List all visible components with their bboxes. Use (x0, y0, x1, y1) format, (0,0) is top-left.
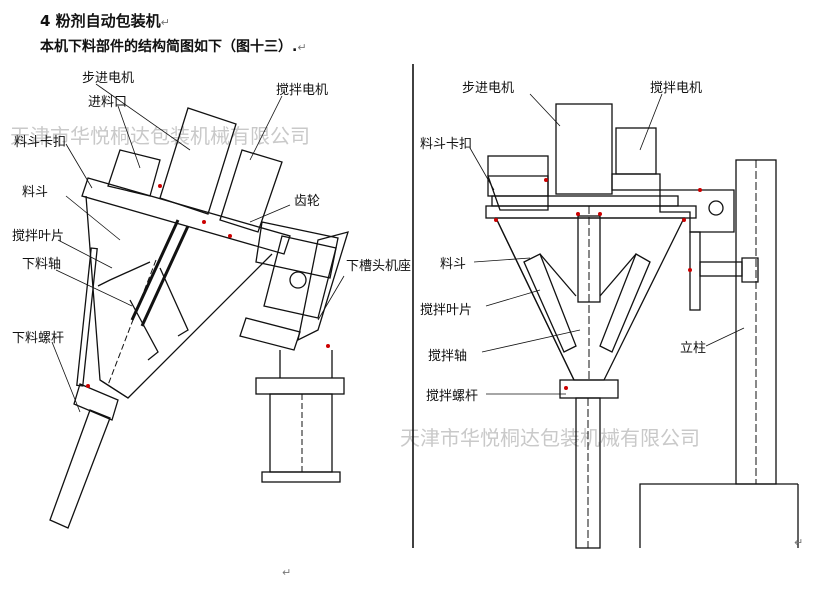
figure-caption: 本机下料部件的结构简图如下（图十三）.↵ (40, 39, 307, 55)
left-gear (289, 271, 307, 289)
left-base-top (255, 377, 345, 395)
left-label-stepper-motor: 步进电机 (82, 71, 134, 86)
left-stepper-motor (159, 107, 237, 215)
left-label-hopper-clamp: 料斗卡扣 (14, 135, 66, 150)
left-label-hopper: 料斗 (22, 185, 48, 200)
right-hopper-cone (494, 217, 686, 381)
right-label-stepper-motor: 步进电机 (462, 81, 514, 96)
return-mark: ↵ (282, 566, 292, 579)
right-blade-right (599, 253, 651, 353)
right-outlet (559, 379, 619, 399)
right-watermark: 天津市华悦桐达包装机械有限公司 (400, 426, 700, 450)
right-mixer-motor (615, 127, 657, 175)
right-blade-left (523, 253, 577, 353)
left-mixer-motor (219, 149, 283, 233)
left-watermark: 天津市华悦桐达包装机械有限公司 (10, 124, 310, 148)
left-label-feed-inlet: 进料口 (88, 95, 127, 110)
right-base (639, 483, 798, 548)
left-blade-3 (129, 299, 159, 361)
right-label-mixer-shaft: 搅拌轴 (428, 348, 467, 364)
right-label-column: 立柱 (680, 341, 706, 356)
left-label-gear: 齿轮 (294, 194, 320, 209)
left-feed-screw-tube (49, 409, 111, 529)
left-base-column (269, 393, 333, 473)
left-top-plate (81, 177, 291, 255)
left-blade-1 (97, 261, 151, 287)
left-hopper-outlet (99, 379, 129, 399)
left-blade-2 (159, 267, 189, 337)
right-label-hopper: 料斗 (440, 257, 466, 272)
left-label-mixer-blade: 搅拌叶片 (12, 228, 64, 244)
right-label-mixer-blade: 搅拌叶片 (420, 302, 472, 318)
left-label-slot-base: 下槽头机座 (346, 259, 411, 274)
right-label-hopper-clamp: 料斗卡扣 (420, 137, 472, 152)
right-label-mixer-motor: 搅拌电机 (650, 80, 702, 96)
left-label-feed-shaft: 下料轴 (22, 257, 61, 272)
return-mark: ↵ (794, 536, 804, 549)
left-feed-inlet (107, 149, 161, 197)
right-label-mixer-screw: 搅拌螺杆 (426, 388, 478, 404)
left-label-feed-screw: 下料螺杆 (12, 331, 64, 346)
left-figure: 步进电机 进料口 搅拌电机 料斗卡扣 料斗 齿轮 搅拌叶片 下料轴 下槽头机座 … (12, 71, 411, 529)
section-title: 4 粉剂自动包装机↵ (40, 12, 170, 30)
right-figure: 步进电机 搅拌电机 料斗卡扣 料斗 搅拌叶片 搅拌轴 搅拌螺杆 立柱 (420, 80, 799, 549)
left-label-mixer-motor: 搅拌电机 (276, 82, 328, 98)
right-stepper-motor (555, 103, 613, 195)
